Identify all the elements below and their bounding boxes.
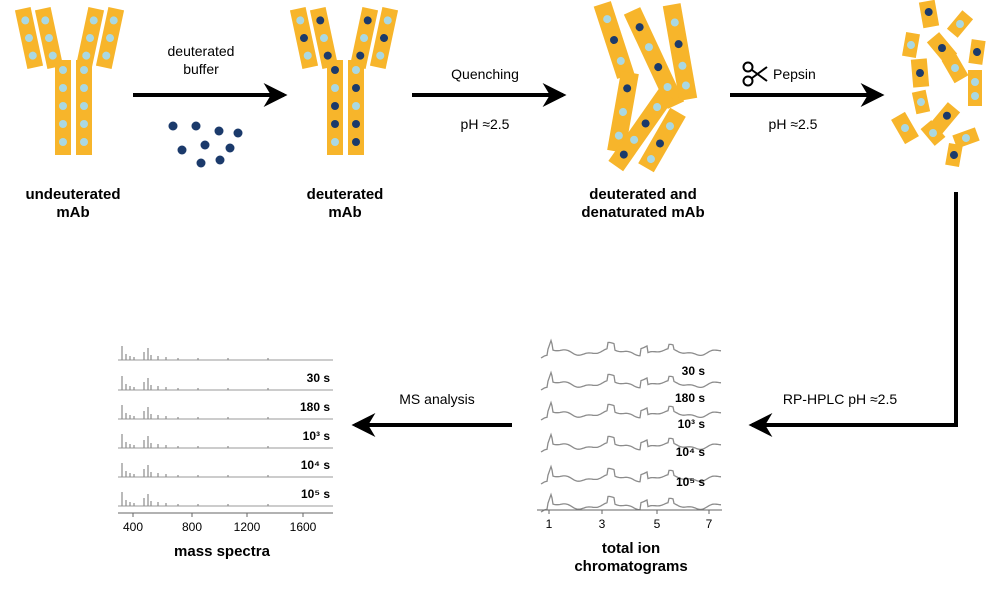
tic-axis-tick: 5	[654, 517, 661, 531]
tic-trace	[540, 370, 722, 391]
ms-time-label: 10⁵ s	[301, 487, 330, 501]
ms-axis-tick: 1200	[234, 520, 261, 534]
tic-time-label: 30 s	[682, 364, 706, 378]
tic-trace	[540, 338, 722, 359]
arrow-label-pepsin-ph: pH ≈2.5	[769, 116, 818, 132]
tic-trace	[540, 464, 722, 485]
tic-axis-tick: 7	[706, 517, 713, 531]
tic-trace	[540, 400, 722, 421]
label-mass-spectra: mass spectra	[174, 543, 271, 560]
ms-time-label: 180 s	[300, 400, 330, 414]
deuterium-dots	[168, 121, 243, 168]
tic-trace	[540, 432, 722, 453]
ms-time-label: 30 s	[307, 371, 331, 385]
undeuterated-antibody	[14, 6, 125, 155]
ms-axis-tick: 800	[182, 520, 202, 534]
tic-trace	[540, 492, 722, 513]
tic-time-label: 180 s	[675, 391, 705, 405]
deuterated-antibody	[289, 6, 399, 155]
scissors-icon	[742, 61, 768, 87]
tic-time-label: 10⁵ s	[676, 475, 705, 489]
mass-spectra-panel: 30 s 180 s 10³ s 10⁴ s 10⁵ s 400 800 1200 1600	[118, 346, 333, 534]
arrow-label-pepsin: Pepsin	[773, 66, 816, 82]
arrow-label-quenching: Quenching	[451, 66, 519, 82]
ms-time-label: 10⁴ s	[301, 458, 331, 472]
denatured-chains	[593, 1, 698, 173]
tic-axis-tick: 3	[599, 517, 606, 531]
ms-time-label: 10³ s	[303, 429, 331, 443]
tic-time-label: 10³ s	[678, 417, 706, 431]
ms-axis-tick: 1600	[290, 520, 317, 534]
tic-time-label: 10⁴ s	[676, 445, 706, 459]
peptide-fragments	[891, 0, 986, 168]
tic-axis-tick: 1	[546, 517, 553, 531]
arrow-label-ms-analysis: MS analysis	[399, 391, 474, 407]
arrow-label-rp-hplc: RP-HPLC pH ≈2.5	[783, 391, 897, 407]
arrow-rp-hplc	[748, 192, 958, 437]
ms-axis-tick: 400	[123, 520, 143, 534]
tic-panel: 30 s 180 s 10³ s 10⁴ s 10⁵ s 1 3 5 7	[537, 338, 722, 531]
arrow-label-quench-ph: pH ≈2.5	[461, 116, 510, 132]
